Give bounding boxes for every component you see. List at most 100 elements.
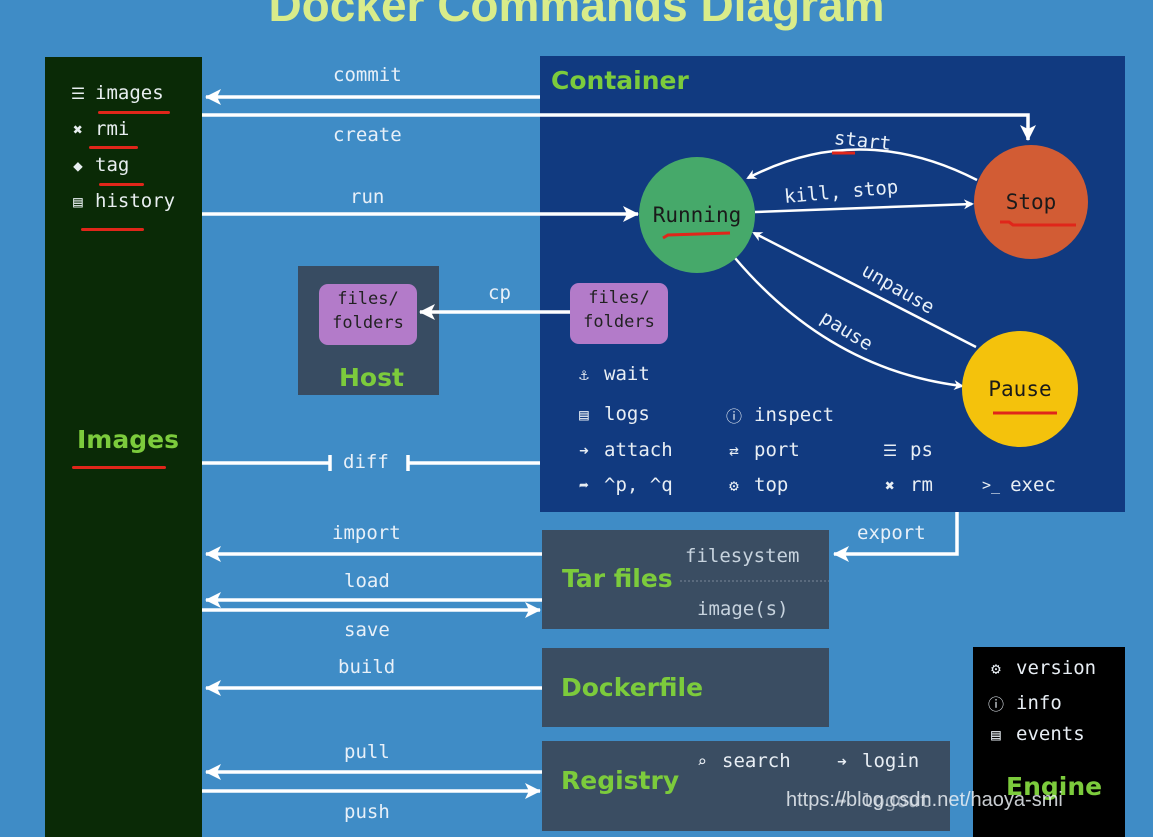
wait-command[interactable]: ⚓ wait (574, 363, 650, 385)
host-files-folders: files/ folders (319, 284, 417, 345)
container-heading: Container (551, 66, 689, 95)
port-label: port (754, 439, 800, 461)
pause-label: Pause (988, 377, 1052, 401)
dockerfile-panel (542, 648, 829, 727)
close-icon: ✖ (73, 119, 83, 139)
document-icon: ▤ (991, 724, 1001, 744)
annotation-underline (89, 146, 138, 149)
sign-out-icon: ➦ (837, 791, 847, 811)
annotation-underline (1000, 220, 1076, 227)
sign-in-icon: ➜ (837, 751, 847, 771)
sign-out-icon: ➦ (579, 475, 589, 495)
diagram-title: Docker Commands Diagram (268, 0, 885, 31)
running-state: Running (639, 157, 755, 273)
anchor-icon: ⚓ (579, 364, 589, 384)
engine-heading: Engine (1006, 772, 1103, 801)
rmi-command-label: rmi (95, 118, 130, 140)
tar-files-panel (542, 530, 829, 629)
search-icon: ⌕ (697, 751, 707, 771)
annotation-underline (72, 466, 166, 469)
running-state-circle (639, 157, 755, 273)
import-label: import (332, 522, 401, 544)
commit-label: commit (333, 64, 402, 86)
logout-command[interactable]: ➦ logout (832, 790, 931, 812)
info-icon: ⓘ (725, 407, 742, 426)
stop-state: Stop (974, 145, 1088, 259)
events-label: events (1016, 723, 1085, 745)
start-arrow (746, 148, 978, 182)
sign-in-icon: ➜ (579, 440, 589, 460)
dockerfile-heading: Dockerfile (561, 673, 704, 702)
search-label: search (722, 750, 791, 772)
diff-label: diff (343, 451, 389, 473)
top-command[interactable]: ⚙ top (724, 474, 788, 496)
terminal-icon: >_ (982, 476, 1001, 494)
cogs-icon: ⚙ (729, 475, 739, 495)
pull-label: pull (344, 741, 390, 763)
top-label: top (754, 474, 789, 496)
exchange-icon: ⇄ (729, 440, 739, 460)
stop-label: Stop (1005, 190, 1057, 214)
annotation-underline (99, 183, 144, 186)
document-icon: ▤ (73, 191, 83, 211)
save-label: save (344, 619, 390, 641)
images-command-label: images (95, 82, 164, 104)
unpause-arrow (752, 231, 977, 349)
create-label: create (333, 124, 402, 146)
stop-state-circle (974, 145, 1088, 259)
gear-icon: ⚙ (991, 658, 1001, 678)
attach-command[interactable]: ➜attach (574, 439, 672, 461)
running-label: Running (652, 203, 742, 227)
annotation-underline (662, 231, 731, 240)
export-arrow (833, 512, 959, 562)
engine-panel (973, 647, 1125, 837)
rm-label: rm (910, 474, 933, 496)
tar-images-label: image(s) (697, 598, 789, 620)
login-label: login (862, 750, 920, 772)
version-command[interactable]: ⚙ version (986, 657, 1096, 679)
search-command[interactable]: ⌕ search (692, 750, 791, 772)
create-arrow (202, 113, 1036, 141)
images-heading: Images (77, 425, 179, 454)
version-label: version (1016, 657, 1097, 679)
info-label: info (1016, 692, 1062, 714)
tag-icon: ◆ (73, 155, 83, 175)
inspect-label: inspect (754, 404, 835, 426)
close-icon: ✖ (885, 475, 895, 495)
detach-command[interactable]: ➦^p, ^q (574, 474, 672, 496)
host-heading: Host (339, 363, 404, 392)
load-label: load (344, 570, 390, 592)
annotation-underline (81, 228, 144, 231)
list-icon: ☰ (70, 83, 86, 103)
tag-command[interactable]: ◆ tag (67, 154, 129, 176)
annotation-underline (98, 111, 170, 114)
info-command[interactable]: ⓘ info (986, 691, 1062, 715)
images-panel (45, 57, 202, 837)
info-icon: ⓘ (987, 695, 1004, 714)
tag-command-label: tag (95, 154, 130, 176)
port-command[interactable]: ⇄ port (724, 439, 800, 461)
cp-label: cp (488, 282, 511, 304)
registry-heading: Registry (561, 766, 680, 795)
watermark: https://blog.csdn.net/haoya-smi (786, 789, 1063, 811)
tar-files-heading: Tar files (562, 564, 673, 593)
logout-label: logout (862, 790, 931, 812)
inspect-command[interactable]: ⓘ inspect (724, 403, 834, 427)
logs-command[interactable]: ▤logs (574, 403, 650, 425)
events-command[interactable]: ▤ events (986, 723, 1085, 745)
rmi-command[interactable]: ✖ rmi (67, 118, 129, 140)
wait-label: wait (604, 363, 650, 385)
run-label: run (350, 186, 385, 208)
rm-command[interactable]: ✖ rm (880, 474, 933, 496)
history-command[interactable]: ▤ history (67, 190, 175, 212)
push-label: push (344, 801, 390, 823)
login-command[interactable]: ➜ login (832, 750, 919, 772)
registry-panel (542, 741, 950, 831)
pause-arrow (734, 257, 964, 390)
ps-command[interactable]: ☰ps (880, 439, 933, 461)
exec-command[interactable]: >_exec (982, 474, 1056, 496)
list-icon: ☰ (882, 440, 898, 460)
tar-filesystem-label: filesystem (685, 545, 800, 567)
images-command[interactable]: ☰ images (67, 82, 164, 104)
pause-state-circle (962, 331, 1078, 447)
